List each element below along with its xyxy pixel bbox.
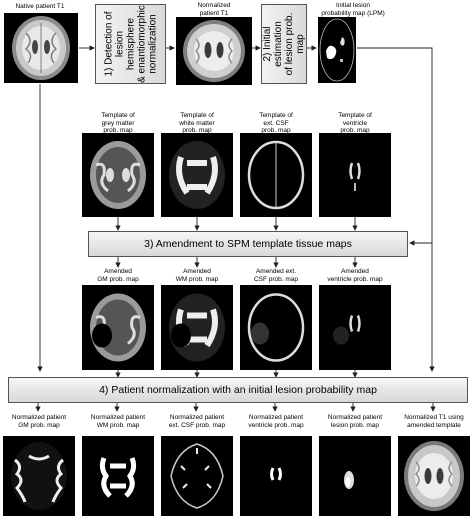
normalized-t1-image	[176, 17, 252, 85]
output-wm-brain-label: Normalized patient WM prob. map	[90, 414, 146, 429]
output-ventricle-brain-label: Normalized patient ventricle prob. map	[248, 414, 304, 429]
step4-box: 4) Patient normalization with an initial…	[8, 377, 468, 403]
csf-template-brain-label: Template of ext. CSF prob. map	[259, 112, 293, 134]
output-lesion-brain-image	[319, 436, 391, 516]
amended-ventricle-brain-label: Amended ventricle prob. map	[327, 268, 383, 283]
step1-box: 1) Detection of lesion hemisphere & enan…	[95, 4, 166, 84]
output-t1-brain-image	[398, 436, 470, 516]
output-gm-brain-label: Normalized patient GM prob. map	[11, 414, 67, 429]
amended-gm-brain-label: Amended GM prob. map	[97, 268, 139, 283]
wm-template-brain-image	[161, 133, 233, 217]
native-t1-image	[4, 13, 78, 83]
output-csf-brain-label: Normalized patient ext. CSF prob. map	[168, 414, 226, 429]
output-wm-brain-image	[82, 436, 154, 516]
ventricle-template-brain-image	[319, 133, 391, 217]
gm-template-brain-image	[82, 133, 154, 217]
step1-text: 1) Detection of lesion hemisphere & enan…	[103, 5, 158, 83]
normalized-t1-label: Normalized patient T1	[197, 2, 231, 17]
step3-text: 3) Amendment to SPM template tissue maps	[144, 238, 352, 250]
amended-wm-brain-label: Amended WM prob. map	[175, 268, 219, 283]
step2-text: 2) Initial estimation of lesion prob. ma…	[262, 12, 306, 76]
lpm-label: Initial lesion probability map (LPM)	[321, 2, 385, 17]
output-lesion-brain-label: Normalized patient lesion prob. map	[327, 414, 383, 429]
amended-wm-brain-image	[161, 285, 233, 370]
step2-box: 2) Initial estimation of lesion prob. ma…	[261, 4, 307, 84]
amended-ventricle-brain-image	[319, 285, 391, 370]
gm-template-brain-label: Template of grey matter prob. map	[101, 112, 135, 134]
step3-box: 3) Amendment to SPM template tissue maps	[88, 231, 408, 257]
ventricle-template-brain-label: Template of ventricle prob. map	[338, 112, 372, 134]
csf-template-brain-image	[240, 133, 312, 217]
amended-csf-brain-image	[240, 285, 312, 370]
output-gm-brain-image	[3, 436, 75, 516]
amended-csf-brain-label: Amended ext. CSF prob. map	[253, 268, 299, 283]
wm-template-brain-label: Template of white matter prob. map	[179, 112, 215, 134]
output-t1-brain-label: Normalized T1 using amended template	[404, 414, 464, 429]
native-t1-label: Native patient T1	[15, 3, 65, 10]
lpm-image	[318, 17, 356, 83]
step4-text: 4) Patient normalization with an initial…	[99, 384, 377, 396]
amended-gm-brain-image	[82, 285, 154, 370]
output-ventricle-brain-image	[240, 436, 312, 516]
output-csf-brain-image	[161, 436, 233, 516]
